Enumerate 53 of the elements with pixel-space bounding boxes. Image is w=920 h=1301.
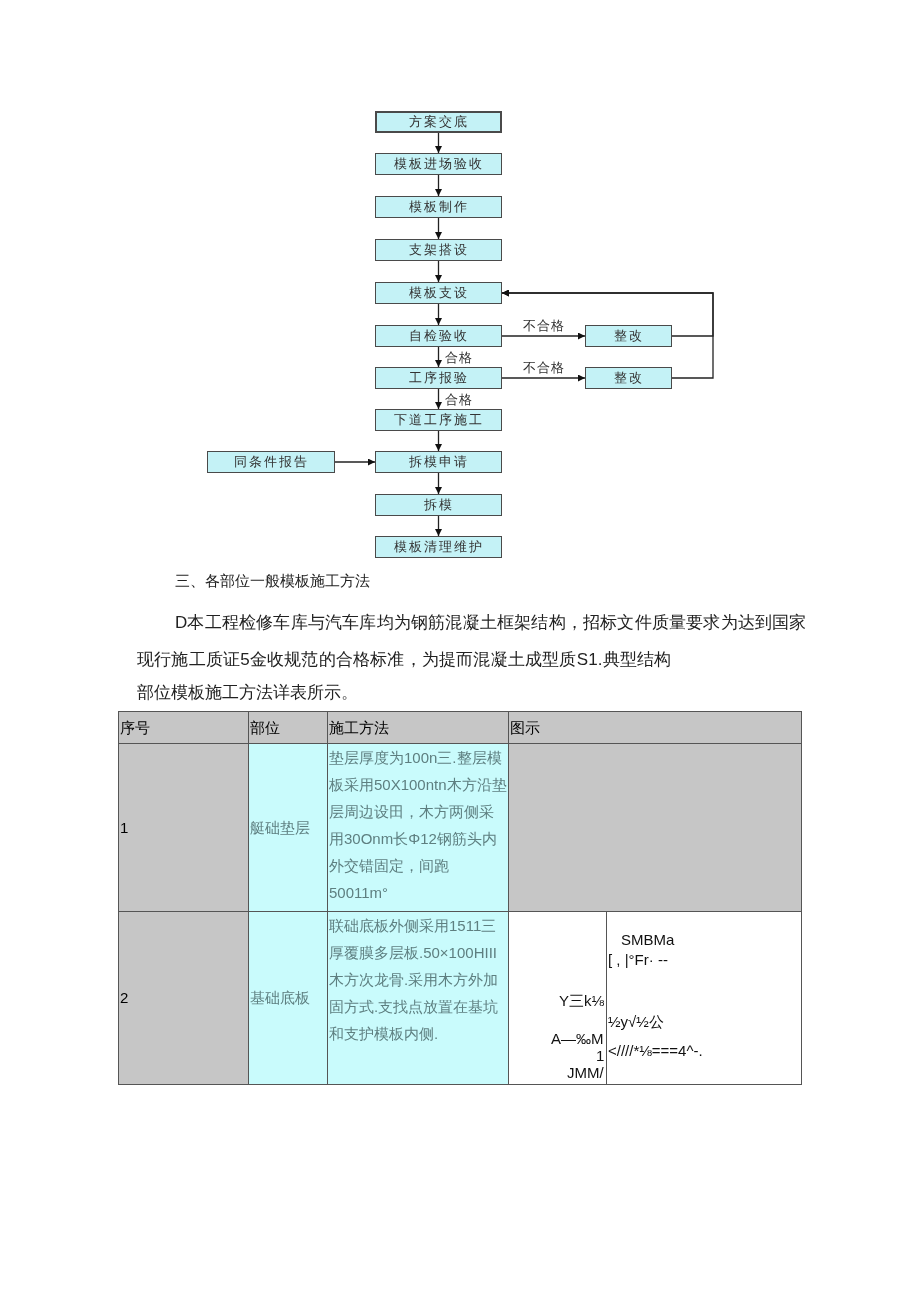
table-cell: 2 xyxy=(118,911,249,1085)
table-cell: 施工方法 xyxy=(327,711,509,744)
paragraph: D本工程检修车库与汽车库均为钢筋混凝土框架结构，招标文件质量要求为达到国家现行施工质证5金收规范的合格标准，为提而混凝土成型质S1.典型结构 xyxy=(137,612,808,671)
table-cell: 联础底板外侧采用1511三厚覆膜多层板.50×100HIII木方次龙骨.采用木方外加固方式.支找点放置在基坑和支护模板内侧. xyxy=(327,911,509,1085)
table-cell: 垫层厚度为100n三.整层模板采用50X100ntn木方沿垫层周边设田，木方两侧采用30Onm长Φ12钢筋头内外交错固定，间跑50011m° xyxy=(327,743,509,912)
arrow xyxy=(435,217,442,240)
arrow xyxy=(501,289,714,379)
paragraph: 部位模板施工方法详表所示。 xyxy=(137,682,358,704)
process-box: 模板制作 xyxy=(375,196,502,218)
garbled-text: [ , |°Fr· -- xyxy=(608,951,668,968)
process-box: 模板清理维护 xyxy=(375,536,502,558)
table-cell: 序号 xyxy=(118,711,249,744)
table-cell: 基础底板 xyxy=(248,911,328,1085)
process-box: 模板支设 xyxy=(375,282,502,304)
process-box: 模板进场验收 xyxy=(375,153,502,175)
arrow xyxy=(435,260,442,283)
arrow xyxy=(435,346,442,368)
process-box: 工序报验 xyxy=(375,367,502,389)
edge-label: 不合格 xyxy=(522,361,565,375)
table-cell: 1 xyxy=(118,743,249,912)
arrow xyxy=(501,374,586,382)
process-box: 同条件报告 xyxy=(207,451,335,473)
arrow xyxy=(435,472,442,495)
arrow xyxy=(435,430,442,452)
arrow xyxy=(435,174,442,197)
garbled-text: <////*⅛===4^-. xyxy=(608,1042,703,1059)
process-box: 下道工序施工 xyxy=(375,409,502,431)
table-cell: 部位 xyxy=(248,711,328,744)
process-box: 自检验收 xyxy=(375,325,502,347)
process-box: 拆模 xyxy=(375,494,502,516)
edge-label: 合格 xyxy=(444,351,473,365)
arrow xyxy=(435,132,442,154)
section-heading: 三、各部位一般模板施工方法 xyxy=(175,572,370,591)
garbled-text: ½y√½公 xyxy=(608,1013,664,1030)
process-box: 拆模申请 xyxy=(375,451,502,473)
edge-label: 不合格 xyxy=(522,319,565,333)
arrow xyxy=(435,303,442,326)
process-box: 整改 xyxy=(585,325,672,347)
edge-label: 合格 xyxy=(444,393,473,407)
garbled-text: 1 xyxy=(596,1047,605,1064)
garbled-text: Y三k⅛ xyxy=(559,992,604,1009)
process-box: 整改 xyxy=(585,367,672,389)
process-box: 方案交底 xyxy=(375,111,502,133)
garbled-text: JMM/ xyxy=(567,1064,604,1081)
table-cell: 艇础垫层 xyxy=(248,743,328,912)
garbled-text: SMBMa xyxy=(621,931,675,948)
arrow xyxy=(501,332,586,340)
process-box: 支架搭设 xyxy=(375,239,502,261)
table-cell: 图示 xyxy=(508,711,802,744)
arrow xyxy=(435,515,442,537)
arrow xyxy=(334,458,376,466)
arrow xyxy=(435,388,442,410)
garbled-text: A—‰M xyxy=(551,1030,604,1047)
